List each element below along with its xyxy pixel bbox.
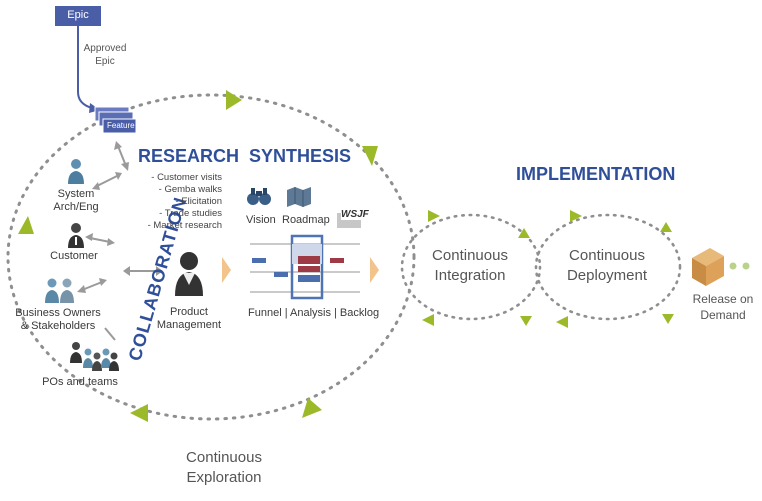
arrow-head <box>428 210 440 222</box>
person-icon <box>68 159 84 184</box>
continuous-integration-label: Continuous Integration <box>432 247 508 284</box>
business-owners-label: Business Owners & Stakeholders <box>15 307 101 332</box>
research-item: - Market research <box>147 220 222 231</box>
integration-cycle <box>400 213 542 321</box>
arrow-tip <box>99 278 107 286</box>
wsjf-badge <box>337 213 361 228</box>
roadmap-label: Roadmap <box>282 214 330 226</box>
arrow-tip <box>114 141 122 150</box>
arrow-tip <box>156 266 163 276</box>
deployment-cycle <box>534 213 682 321</box>
continuous-exploration-label: Continuous Exploration <box>186 449 262 486</box>
research-item: - Gemba walks <box>158 184 222 195</box>
arrow-tip <box>92 182 100 190</box>
epic-arrow <box>77 26 93 109</box>
binoculars-icon <box>247 188 271 205</box>
double-arrow <box>89 237 111 243</box>
flow-chevron <box>370 257 379 283</box>
arrow-head <box>130 404 148 422</box>
double-arrow <box>81 281 103 291</box>
double-arrow <box>104 327 116 341</box>
exploration-cycle <box>6 93 416 421</box>
research-heading: RESEARCH <box>138 146 240 166</box>
arrow-head <box>362 146 378 166</box>
arrow-head <box>660 222 672 232</box>
product-management-label: Product Management <box>156 306 222 331</box>
feature-label: Feature <box>107 121 135 130</box>
arrow-head <box>422 314 434 326</box>
pos-teams-label: POs and teams <box>42 376 118 388</box>
arrow-head <box>226 90 242 110</box>
person-icon <box>175 252 203 296</box>
wsjf-label: WSJF <box>341 209 369 220</box>
double-arrow <box>117 145 127 167</box>
research-item: - Elicitation <box>175 196 222 207</box>
arrow-tip <box>115 172 122 180</box>
continuous-deployment-label: Continuous Deployment <box>566 247 648 284</box>
flow-chevron <box>222 257 231 283</box>
arrow-head <box>302 398 322 418</box>
arrow-head <box>556 316 568 328</box>
package-icon <box>692 248 750 286</box>
cycle-arrows <box>18 90 674 422</box>
system-arch-label: System Arch/Eng <box>53 188 99 213</box>
person-icon <box>68 223 84 248</box>
synthesis-heading: SYNTHESIS <box>249 146 352 166</box>
feature-card-front <box>102 118 137 134</box>
arrow-head <box>662 314 674 324</box>
research-item: - Trade studies <box>159 208 222 219</box>
map-icon <box>287 187 311 207</box>
arrow-head <box>518 228 530 238</box>
vision-label: Vision <box>246 214 276 226</box>
arrow-tip <box>121 162 129 171</box>
epic-label: Epic <box>67 9 89 21</box>
double-arrow <box>96 175 118 187</box>
group-icon <box>70 342 119 371</box>
group-icon <box>45 278 74 303</box>
arrow-head <box>520 316 532 326</box>
approved-epic-label: Approved Epic <box>83 43 127 67</box>
arrow-tip <box>77 285 86 293</box>
arrow-head <box>570 210 582 222</box>
arrow-head <box>18 216 34 234</box>
funnel-caption: Funnel | Analysis | Backlog <box>248 307 380 319</box>
implementation-heading: IMPLEMENTATION <box>516 164 676 184</box>
release-on-demand-label: Release on Demand <box>692 292 754 322</box>
research-activity-list: - Customer visits - Gemba walks - Elicit… <box>146 172 222 232</box>
collaboration-arrows <box>81 145 158 341</box>
research-item: - Customer visits <box>151 172 222 183</box>
funnel-analysis-backlog <box>250 234 360 300</box>
customer-label: Customer <box>50 250 98 262</box>
arrow-tip <box>107 238 115 246</box>
arrow-tip <box>85 233 93 241</box>
epic-box <box>55 6 101 26</box>
arrow-tip <box>123 266 130 276</box>
